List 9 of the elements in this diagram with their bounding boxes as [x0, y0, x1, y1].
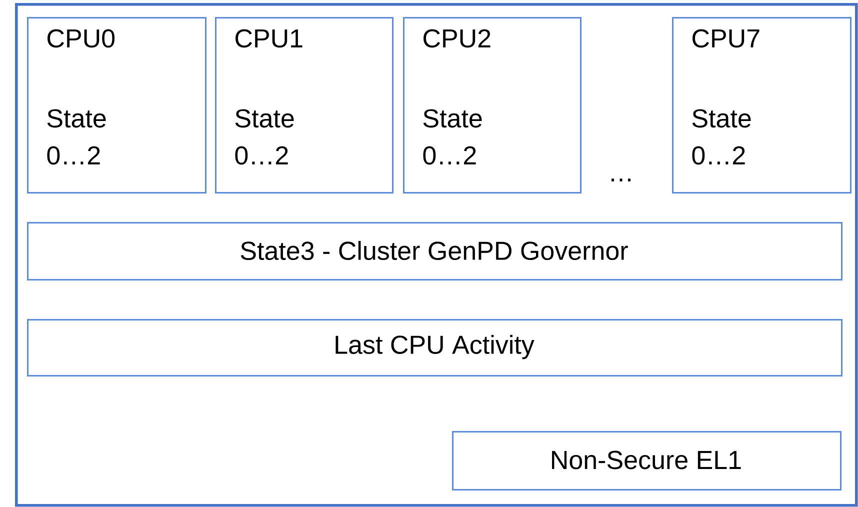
cpu-box: CPU7 State 0…2 [672, 17, 852, 194]
cpu-box: CPU0 State 0…2 [27, 17, 206, 194]
layer-box: Non-Secure EL1 [452, 431, 842, 490]
container-box [15, 3, 858, 507]
layer-box: State3 - Cluster GenPD Governor [27, 222, 842, 280]
cpu-box: CPU2 State 0…2 [403, 17, 582, 194]
layer-box: Last CPU Activity [27, 319, 842, 376]
ellipsis: … [612, 178, 630, 182]
cpu-box: CPU1 State 0…2 [215, 17, 394, 194]
